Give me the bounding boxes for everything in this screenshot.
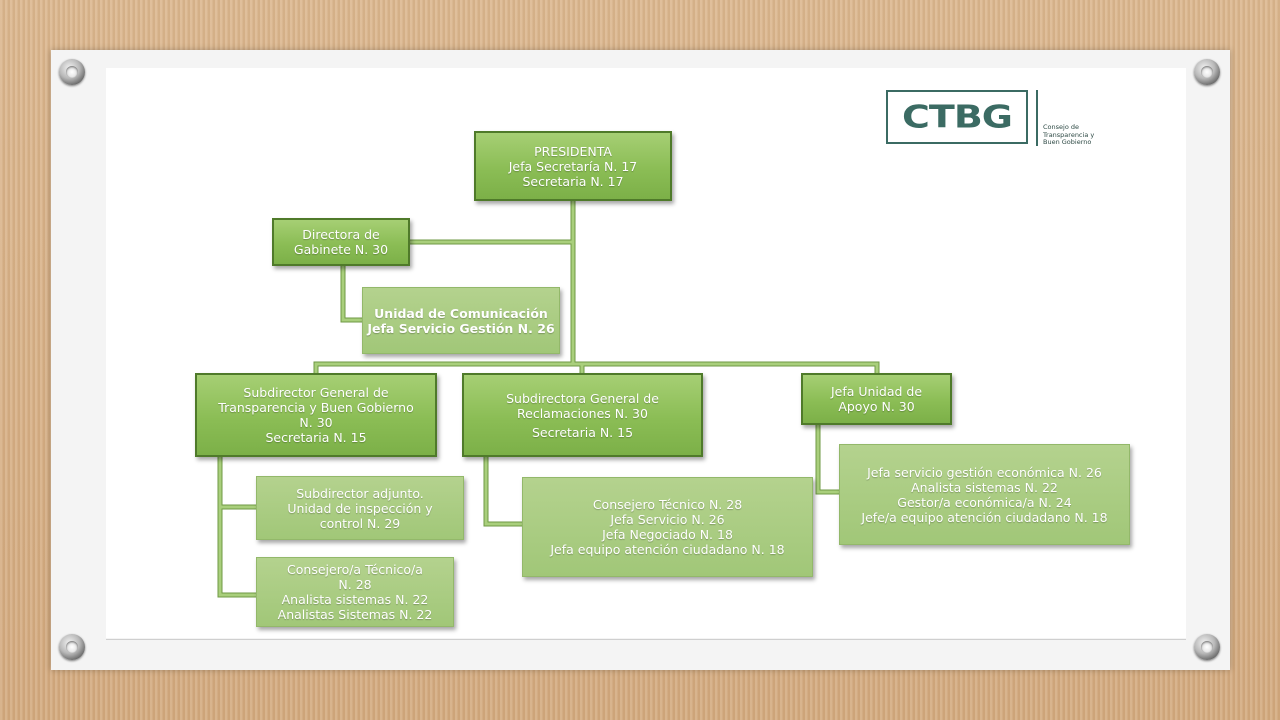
org-node-consejero-tecnico-reclamaciones: Consejero Técnico N. 28 Jefa Servicio N.…: [522, 477, 813, 577]
node-text-line: Secretaria N. 15: [265, 430, 367, 445]
node-text-line: Apoyo N. 30: [838, 399, 915, 414]
node-text-line: Consejero/a Técnico/a: [287, 562, 423, 577]
node-text-line: Jefa Secretaría N. 17: [508, 158, 638, 174]
node-text-line: Subdirectora General de: [506, 390, 659, 406]
node-text-line: Jefa servicio gestión económica N. 26: [867, 464, 1102, 480]
node-text-line: Gestor/a económica/a N. 24: [897, 494, 1072, 510]
node-text-line: PRESIDENTA: [534, 143, 612, 159]
org-node-consejero-tecnico-transparencia: Consejero/a Técnico/a N. 28 Analista sis…: [256, 557, 454, 627]
node-text-line: Unidad de inspección y: [287, 500, 433, 516]
org-node-subdirector-adjunto: Subdirector adjunto. Unidad de inspecció…: [256, 476, 464, 540]
node-text-line: Analistas Sistemas N. 22: [277, 607, 433, 622]
node-text-line: Jefa Servicio N. 26: [610, 512, 725, 527]
org-node-presidenta: PRESIDENTA Jefa Secretaría N. 17 Secreta…: [474, 131, 672, 201]
node-text-line: control N. 29: [319, 515, 401, 531]
node-text-line: Transparencia y Buen Gobierno: [218, 400, 414, 415]
ctbg-logo-mark: CTBG: [902, 98, 1013, 136]
node-text-line: Subdirector General de: [243, 385, 389, 400]
node-text-line: Consejero Técnico N. 28: [592, 497, 743, 512]
logo-caption-line: Transparencia y: [1043, 130, 1095, 139]
node-text-line: N. 28: [338, 577, 372, 592]
org-node-unidad-comunicacion: Unidad de Comunicación Jefa Servicio Ges…: [362, 287, 560, 354]
grommet-top-right-icon: [1194, 59, 1220, 85]
node-text-line: Gabinete N. 30: [293, 242, 389, 257]
ctbg-logo: CTBG Consejo de Transparencia y Buen Gob…: [886, 90, 1126, 146]
node-text-line: Unidad de Comunicación: [374, 305, 548, 321]
slide-bottom-rule: [106, 639, 1186, 640]
ctbg-logo-divider: [1036, 90, 1038, 146]
node-text-line: Analista sistemas N. 22: [911, 479, 1058, 495]
node-text-line: Secretaria N. 15: [531, 424, 634, 440]
org-node-subdirector-transparencia: Subdirector General de Transparencia y B…: [195, 373, 437, 457]
logo-caption-line: Buen Gobierno: [1043, 138, 1092, 146]
org-node-directora-gabinete: Directora de Gabinete N. 30: [272, 218, 410, 266]
node-text-line: Jefe/a equipo atención ciudadano N. 18: [861, 509, 1108, 525]
connector-fill: [218, 198, 879, 597]
org-node-subdirectora-reclamaciones: Subdirectora General de Reclamaciones N.…: [462, 373, 703, 457]
node-text-line: Analista sistemas N. 22: [281, 592, 429, 607]
ctbg-logo-caption: Consejo de Transparencia y Buen Gobierno: [1043, 123, 1133, 147]
node-text-line: Jefa Negociado N. 18: [602, 527, 733, 542]
node-text-line: Directora de: [302, 227, 380, 242]
org-node-jefa-unidad-apoyo: Jefa Unidad de Apoyo N. 30: [801, 373, 952, 425]
node-text-line: Jefa Unidad de: [830, 384, 923, 399]
logo-caption-line: Consejo de: [1043, 123, 1079, 131]
node-text-line: Reclamaciones N. 30: [517, 405, 648, 421]
grommet-top-left-icon: [59, 59, 85, 85]
node-text-line: Subdirector adjunto.: [296, 485, 424, 501]
node-text-line: Jefa Servicio Gestión N. 26: [367, 320, 555, 336]
grommet-bottom-right-icon: [1194, 634, 1220, 660]
org-node-jefa-servicio-gestion-economica: Jefa servicio gestión económica N. 26 An…: [839, 444, 1130, 545]
node-text-line: Jefa equipo atención ciudadano N. 18: [550, 542, 785, 557]
ctbg-logo-mark-box: CTBG: [886, 90, 1028, 144]
grommet-bottom-left-icon: [59, 634, 85, 660]
node-text-line: N. 30: [299, 415, 333, 430]
node-text-line: Secretaria N. 17: [522, 173, 624, 189]
